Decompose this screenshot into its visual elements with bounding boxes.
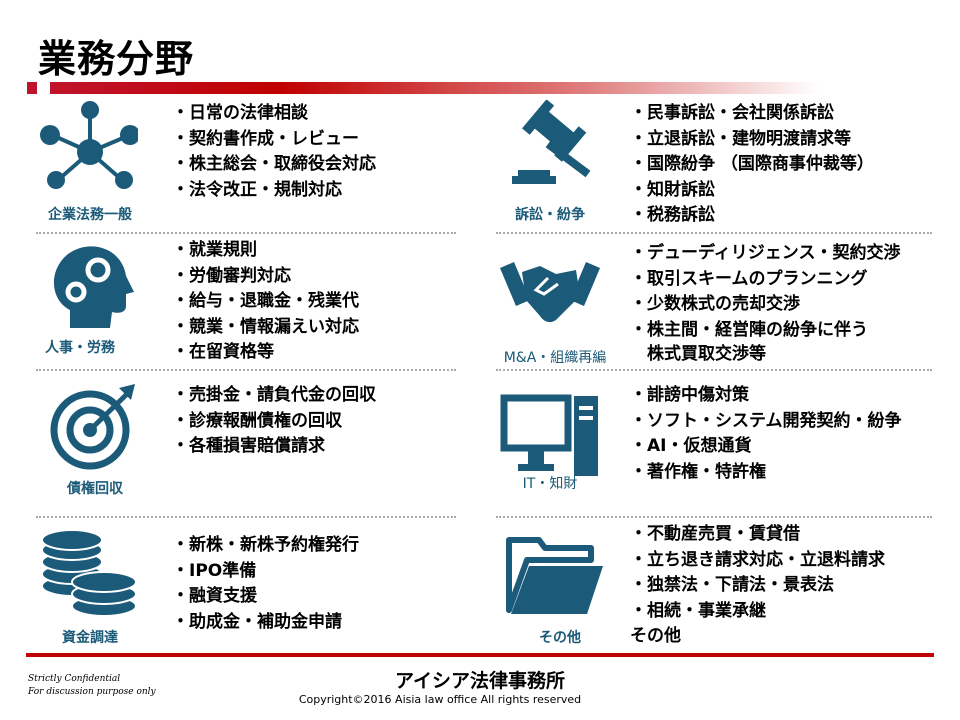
list-item: ・税務訴訟 <box>630 205 715 225</box>
item-list: ・売掛金・請負代金の回収 ・診療報酬債権の回収 ・各種損害賠償請求 <box>172 383 376 460</box>
list-item: ・競業・情報漏えい対応 <box>172 316 359 337</box>
list-item: ・著作権・特許権 <box>630 461 766 482</box>
firm-name: アイシア法律事務所 <box>394 670 566 692</box>
list-item: ・不動産売買・賃貸借 <box>630 524 800 544</box>
confidential-line: Strictly Confidential <box>28 674 121 684</box>
divider <box>496 232 932 234</box>
title-gradient-bar <box>50 82 820 94</box>
list-item: ・IPO準備 <box>172 560 257 581</box>
list-item: ・就業規則 <box>172 240 257 260</box>
list-item: ・AI・仮想通貨 <box>630 436 752 456</box>
list-item: ・誹謗中傷対策 <box>630 385 749 405</box>
item-list: ・デューディリジェンス・契約交渉 ・取引スキームのプランニング ・少数株式の売却… <box>630 241 900 365</box>
list-item: ・立ち退き請求対応・立退料請求 <box>630 549 885 570</box>
section-label: IT・知財 <box>522 476 578 492</box>
list-item: ・新株・新株予約権発行 <box>172 535 359 555</box>
list-item: ・株主間・経営陣の紛争に伴う <box>630 319 868 340</box>
head-gears-icon <box>53 246 134 328</box>
divider <box>36 369 456 371</box>
divider <box>36 516 456 518</box>
coins-icon <box>41 529 137 617</box>
list-item: ・在留資格等 <box>172 342 274 362</box>
item-list: ・新株・新株予約権発行 ・IPO準備 ・融資支援 ・助成金・補助金申請 <box>172 533 359 635</box>
folder-icon <box>506 537 603 614</box>
list-item: ・少数株式の売却交渉 <box>630 294 800 314</box>
list-item: ・契約書作成・レビュー <box>172 128 359 149</box>
list-item: ・融資支援 <box>172 586 257 606</box>
list-item: ・相続・事業承継 <box>630 600 766 621</box>
list-item: ・民事訴訟・会社関係訴訟 <box>630 103 834 123</box>
item-list: ・就業規則 ・労働審判対応 ・給与・退職金・残業代 ・競業・情報漏えい対応 ・在… <box>172 238 359 366</box>
section-label: 企業法務一般 <box>48 207 132 223</box>
item-list: ・不動産売買・賃貸借 ・立ち退き請求対応・立退料請求 ・独禁法・下請法・景表法 … <box>630 522 885 650</box>
list-item: ・給与・退職金・残業代 <box>172 291 359 311</box>
list-item: その他 <box>630 626 681 646</box>
item-list: ・民事訴訟・会社関係訴訟 ・立退訴訟・建物明渡請求等 ・国際紛争 （国際商事仲裁… <box>630 101 874 229</box>
gavel-icon <box>512 100 591 184</box>
confidential-line: For discussion purpose only <box>28 687 156 697</box>
network-icon <box>40 101 138 189</box>
list-item: ・診療報酬債権の回収 <box>172 410 342 431</box>
list-item: ・デューディリジェンス・契約交渉 <box>630 243 901 263</box>
item-list: ・誹謗中傷対策 ・ソフト・システム開発契約・紛争 ・AI・仮想通貨 ・著作権・特… <box>630 383 902 485</box>
divider <box>36 232 456 234</box>
section-label: 資金調達 <box>62 630 118 646</box>
title-accent-square <box>27 82 37 94</box>
list-item: ・売掛金・請負代金の回収 <box>172 385 376 405</box>
copyright: Copyright©2016 Aisia law office All righ… <box>298 693 582 706</box>
list-item: ・ソフト・システム開発契約・紛争 <box>630 410 902 431</box>
list-item: ・日常の法律相談 <box>172 103 308 123</box>
list-item: ・取引スキームのプランニング <box>630 268 868 289</box>
section-label: 人事・労務 <box>45 340 115 356</box>
page-title: 業務分野 <box>38 37 195 81</box>
section-label: 債権回収 <box>67 481 123 497</box>
divider <box>496 516 932 518</box>
list-item: 株式買取交渉等 <box>630 344 766 364</box>
list-item: ・助成金・補助金申請 <box>172 611 342 632</box>
list-item: ・各種損害賠償請求 <box>172 436 325 456</box>
list-item: ・国際紛争 （国際商事仲裁等） <box>630 154 874 174</box>
list-item: ・株主総会・取締役会対応 <box>172 154 376 174</box>
confidential-note: Strictly Confidential For discussion pur… <box>28 673 156 699</box>
handshake-icon <box>500 262 600 323</box>
section-label: M&A・組織再編 <box>503 350 607 366</box>
target-icon <box>50 384 135 470</box>
computer-icon <box>500 394 598 476</box>
list-item: ・立退訴訟・建物明渡請求等 <box>630 128 851 149</box>
footer-divider <box>26 653 934 657</box>
divider <box>496 369 932 371</box>
item-list: ・日常の法律相談 ・契約書作成・レビュー ・株主総会・取締役会対応 ・法令改正・… <box>172 101 376 203</box>
section-label: その他 <box>539 630 581 646</box>
list-item: ・独禁法・下請法・景表法 <box>630 575 834 595</box>
list-item: ・労働審判対応 <box>172 265 291 286</box>
section-label: 訴訟・紛争 <box>515 207 585 223</box>
list-item: ・法令改正・規制対応 <box>172 179 342 200</box>
list-item: ・知財訴訟 <box>630 179 715 200</box>
